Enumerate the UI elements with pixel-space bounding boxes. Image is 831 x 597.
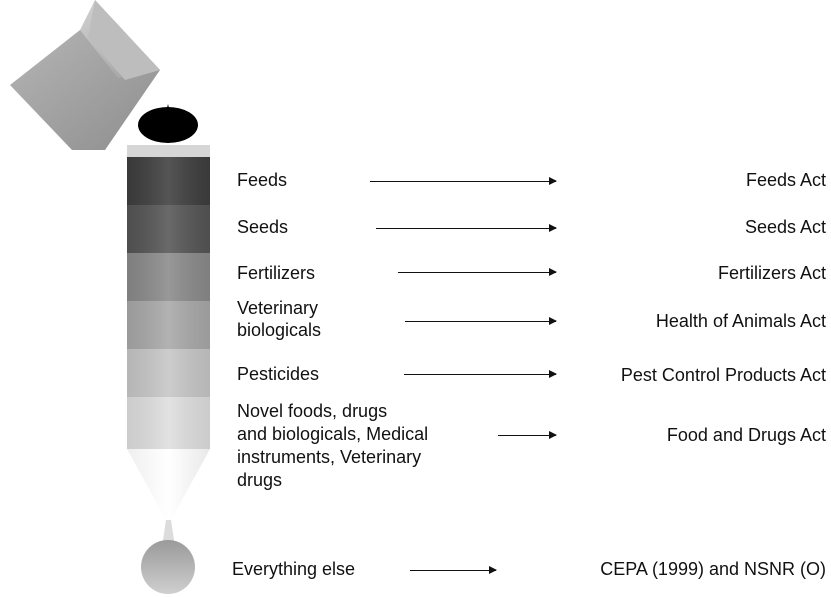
act-label-feeds: Feeds Act xyxy=(746,169,826,191)
act-label-fertilizers: Fertilizers Act xyxy=(718,262,826,284)
product-label-feeds: Feeds xyxy=(237,169,287,191)
arrow-novel-foods xyxy=(498,435,556,436)
funnel-cone xyxy=(127,449,210,520)
drop-icon xyxy=(138,104,198,143)
act-label-health-of-animals: Health of Animals Act xyxy=(656,310,826,332)
collection-pool xyxy=(141,540,195,594)
product-label-everything-else: Everything else xyxy=(232,558,355,580)
act-label-cepa: CEPA (1999) and NSNR (O) xyxy=(600,558,826,580)
act-label-pest-control: Pest Control Products Act xyxy=(621,364,826,386)
arrow-fertilizers xyxy=(398,272,556,273)
arrow-seeds xyxy=(376,228,556,229)
act-label-food-and-drugs: Food and Drugs Act xyxy=(667,424,826,446)
product-label-seeds: Seeds xyxy=(237,216,288,238)
pouring-bag-icon xyxy=(10,0,160,150)
arrow-veterinary-biologicals xyxy=(405,321,556,322)
product-label-pesticides: Pesticides xyxy=(237,363,319,385)
arrow-feeds xyxy=(370,181,556,182)
product-label-veterinary-biologicals: Veterinary biologicals xyxy=(237,297,321,341)
product-label-novel-foods: Novel foods, drugs and biologicals, Medi… xyxy=(237,400,428,492)
column-bands xyxy=(127,157,210,449)
arrow-pesticides xyxy=(404,374,556,375)
act-label-seeds: Seeds Act xyxy=(745,216,826,238)
column-cap xyxy=(127,145,210,157)
product-label-fertilizers: Fertilizers xyxy=(237,262,315,284)
arrow-everything-else xyxy=(410,570,496,571)
